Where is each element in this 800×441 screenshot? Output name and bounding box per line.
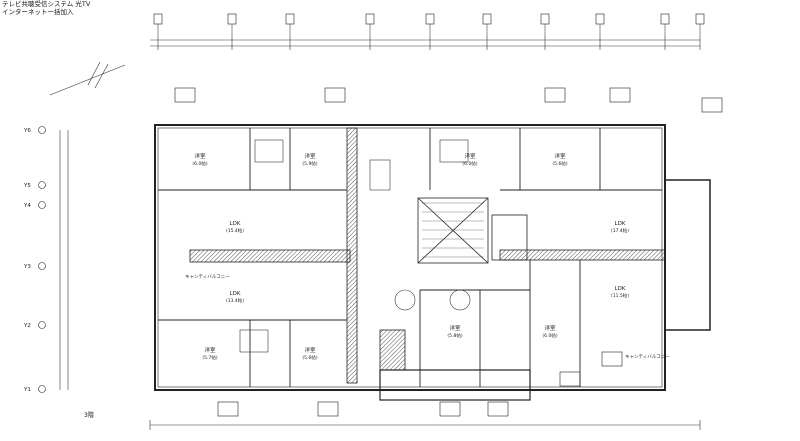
interior-walls — [158, 128, 662, 387]
room-size: (15.4帖) — [226, 227, 244, 234]
column-grid-bubble — [660, 13, 670, 25]
equipment-tag — [559, 371, 581, 387]
row-grid-label: Y4 — [23, 203, 31, 209]
row-grid-bubble — [38, 321, 46, 329]
column-grid-bubble — [227, 13, 237, 25]
room-name: LDK — [230, 221, 241, 227]
balcony-label-east: キャンティバルコニー — [625, 354, 670, 360]
room-size: (13.4帖) — [226, 297, 244, 304]
room-name: LDK — [615, 286, 626, 292]
row-grid-label: Y1 — [23, 387, 31, 393]
room-labels: 洋室(6.0帖)洋室(5.9帖)LDK(15.4帖)LDK(13.4帖)洋室(5… — [192, 152, 629, 361]
stair-core — [417, 197, 528, 264]
room-size: (6.0帖) — [542, 332, 557, 339]
drawing-title: テレビ共聴受信システム 光TV インターネット一括加入 — [2, 0, 90, 16]
room-size: (17.4帖) — [611, 227, 629, 234]
equipment-tag — [324, 87, 346, 103]
room-name: 洋室 — [204, 346, 216, 354]
equipment-tag — [439, 401, 461, 417]
equipment-tag — [217, 401, 239, 417]
column-grid-bubble — [153, 13, 163, 25]
room-name: 洋室 — [449, 324, 461, 332]
row-grid-bubble — [38, 201, 46, 209]
left-dimension-lines — [59, 130, 69, 390]
equipment-tags — [174, 87, 723, 417]
room-size: (6.0帖) — [462, 160, 477, 167]
north-marker — [49, 61, 126, 96]
equipment-tag — [174, 87, 196, 103]
equipment-tag — [544, 87, 566, 103]
room-name: 洋室 — [304, 152, 316, 160]
column-grid-bubble — [595, 13, 605, 25]
room-name: 洋室 — [194, 152, 206, 160]
drawing-title-line1: テレビ共聴受信システム 光TV — [2, 0, 91, 8]
column-grid-bubble — [285, 13, 295, 25]
top-dimension-lines — [150, 36, 701, 50]
room-name: LDK — [230, 291, 241, 297]
column-grid-bubble — [482, 13, 492, 25]
column-grid-bubble — [365, 13, 375, 25]
room-name: 洋室 — [464, 152, 476, 160]
bath-fixtures — [239, 139, 471, 353]
row-grid-bubble — [38, 385, 46, 393]
column-grid-bubbles — [153, 13, 705, 36]
room-size: (5.8帖) — [447, 332, 462, 339]
room-size: (5.9帖) — [302, 160, 317, 167]
row-grid-label: Y5 — [23, 183, 31, 189]
row-grid-bubble — [38, 126, 46, 134]
room-size: (5.6帖) — [302, 354, 317, 361]
equipment-tag — [601, 351, 623, 367]
drawing-title-line2: インターネット一括加入 — [2, 8, 74, 16]
column-grid-bubble — [540, 13, 550, 25]
floor-label: 3階 — [84, 412, 94, 419]
room-name: 洋室 — [554, 152, 566, 160]
row-grid-bubble — [38, 262, 46, 270]
room-size: (11.5帖) — [611, 292, 629, 299]
equipment-tag — [609, 87, 631, 103]
row-grid-label: Y6 — [23, 128, 31, 134]
room-size: (5.7帖) — [202, 354, 217, 361]
equipment-tag — [701, 97, 723, 113]
column-grid-bubble — [425, 13, 435, 25]
room-size: (5.6帖) — [552, 160, 567, 167]
equipment-tag — [317, 401, 339, 417]
room-name: 洋室 — [304, 346, 316, 354]
row-grid-label: Y2 — [23, 323, 31, 329]
row-grid-bubble — [38, 181, 46, 189]
room-size: (6.0帖) — [192, 160, 207, 167]
balcony-label-west: キャンティバルコニー — [185, 274, 230, 280]
equipment-tag — [487, 401, 509, 417]
room-name: LDK — [615, 221, 626, 227]
row-grid-label: Y3 — [23, 264, 31, 270]
structural-core — [189, 127, 666, 384]
room-name: 洋室 — [544, 324, 556, 332]
column-grid-bubble — [695, 13, 705, 25]
bottom-dimension-line — [149, 420, 701, 430]
